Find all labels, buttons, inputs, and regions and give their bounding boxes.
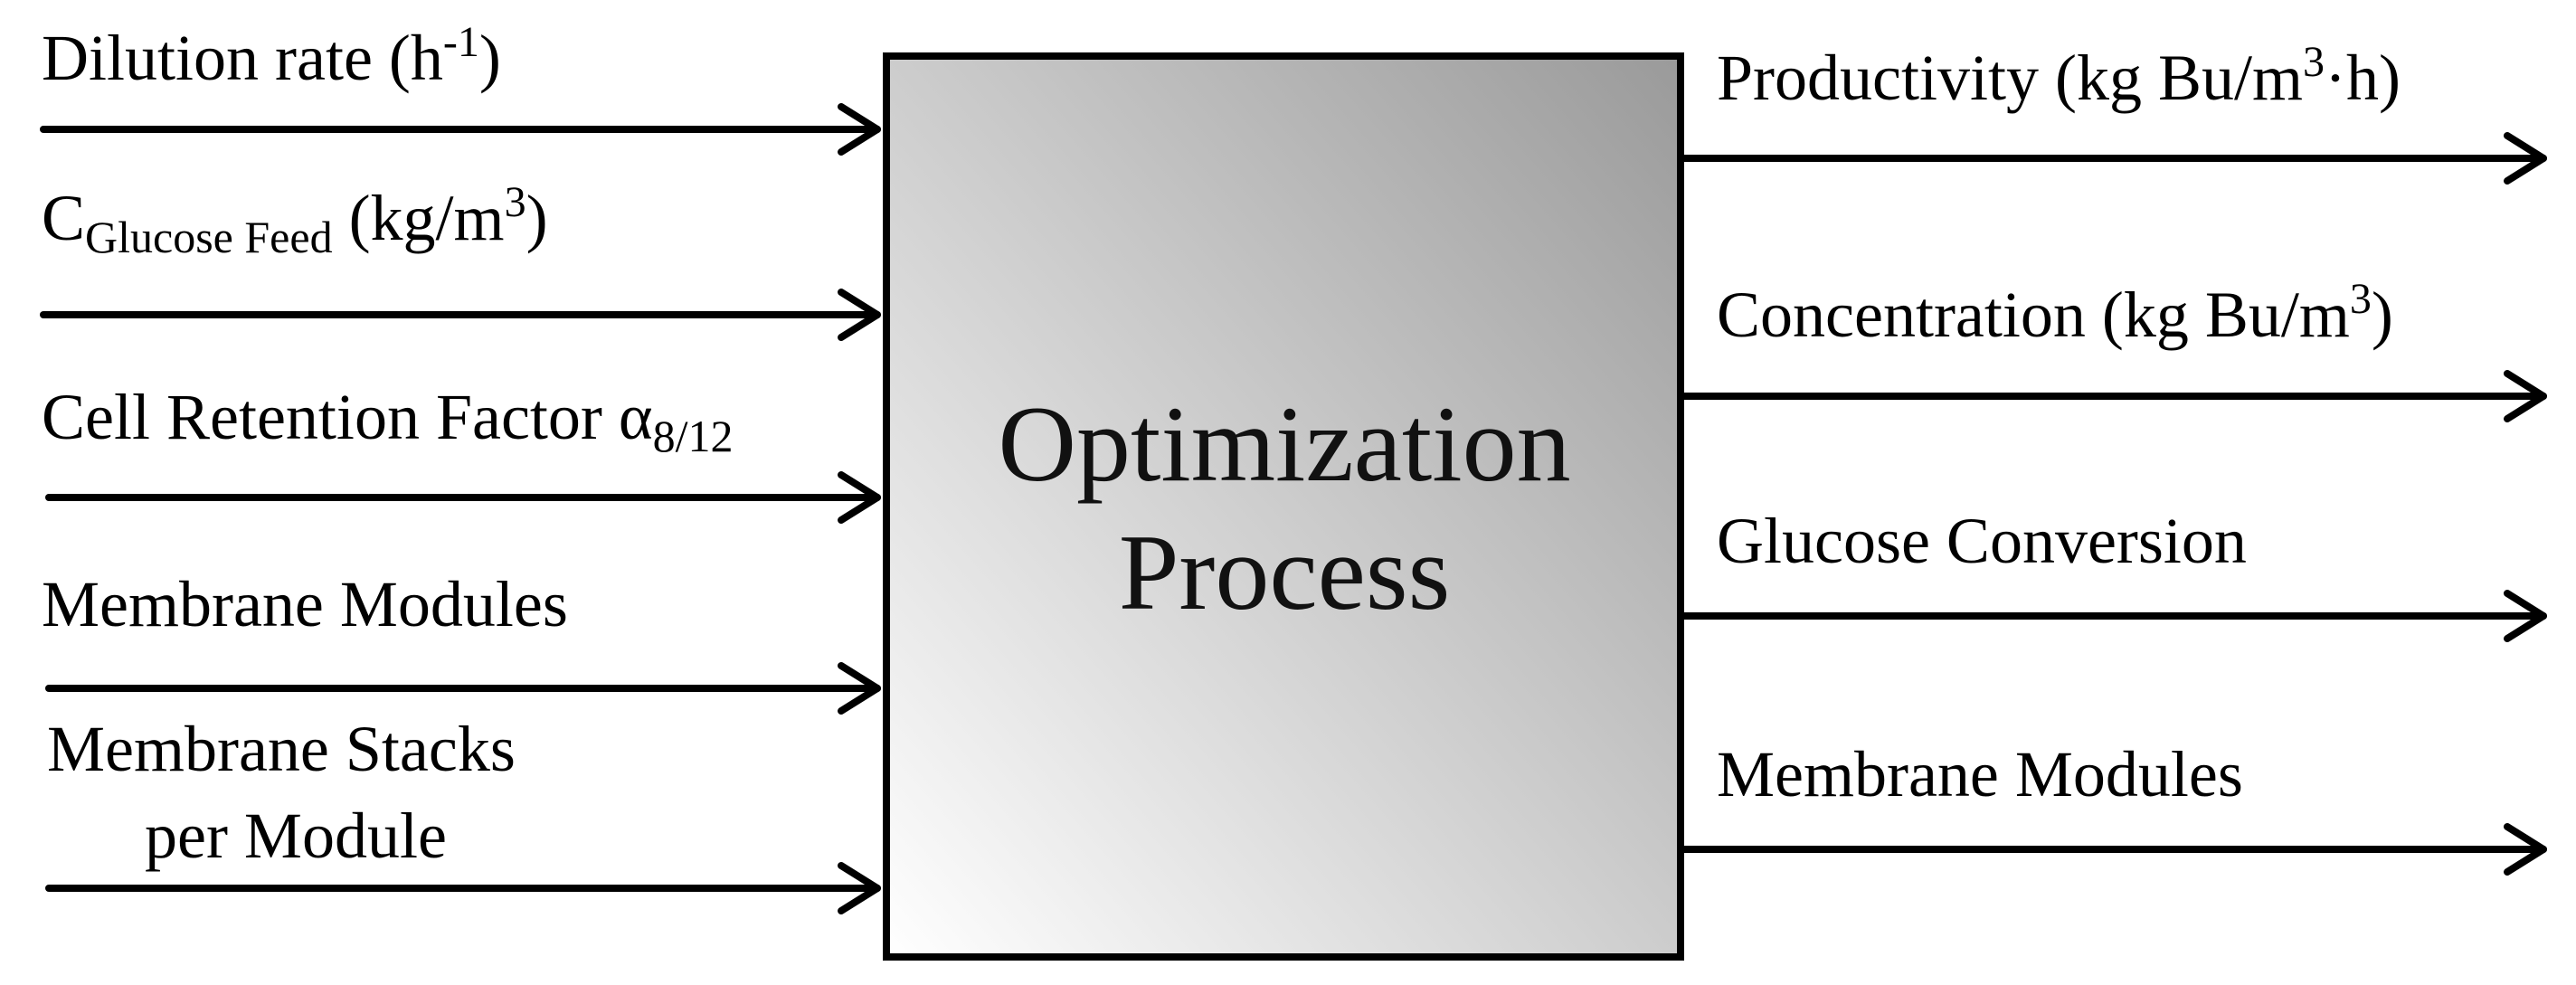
output-label-membrane-modules: Membrane Modules bbox=[1717, 738, 2243, 810]
input-label-membrane-stacks-line2: per Module bbox=[145, 800, 447, 872]
input-arrow-cell-retention bbox=[45, 471, 881, 524]
input-arrow-membrane-modules bbox=[45, 662, 881, 715]
input-label-glucose-feed: CGlucose Feed (kg/m3) bbox=[42, 178, 548, 262]
input-arrow-membrane-stacks bbox=[45, 862, 881, 914]
output-arrow-membrane-modules bbox=[1681, 823, 2547, 876]
output-label-productivity: Productivity (kg Bu/m3·h) bbox=[1717, 38, 2401, 114]
input-arrow-glucose-feed bbox=[40, 289, 881, 341]
input-label-membrane-stacks-line1: Membrane Stacks bbox=[47, 713, 516, 785]
output-arrow-concentration bbox=[1677, 370, 2547, 422]
output-arrow-glucose-conversion bbox=[1681, 590, 2547, 642]
output-label-glucose-conversion: Glucose Conversion bbox=[1717, 505, 2247, 577]
input-label-cell-retention: Cell Retention Factor α8/12 bbox=[42, 381, 734, 461]
input-label-dilution-rate: Dilution rate (h-1) bbox=[42, 18, 501, 94]
optimization-process-block bbox=[883, 52, 1684, 961]
block-title-line1: Optimization bbox=[998, 384, 1571, 504]
block-title-line2: Process bbox=[1118, 512, 1451, 632]
output-label-concentration: Concentration (kg Bu/m3) bbox=[1717, 275, 2393, 351]
input-label-membrane-modules: Membrane Modules bbox=[42, 568, 568, 640]
input-arrow-dilution-rate bbox=[40, 103, 881, 156]
block-title: Optimization Process bbox=[886, 380, 1682, 637]
output-arrow-productivity bbox=[1677, 132, 2547, 185]
